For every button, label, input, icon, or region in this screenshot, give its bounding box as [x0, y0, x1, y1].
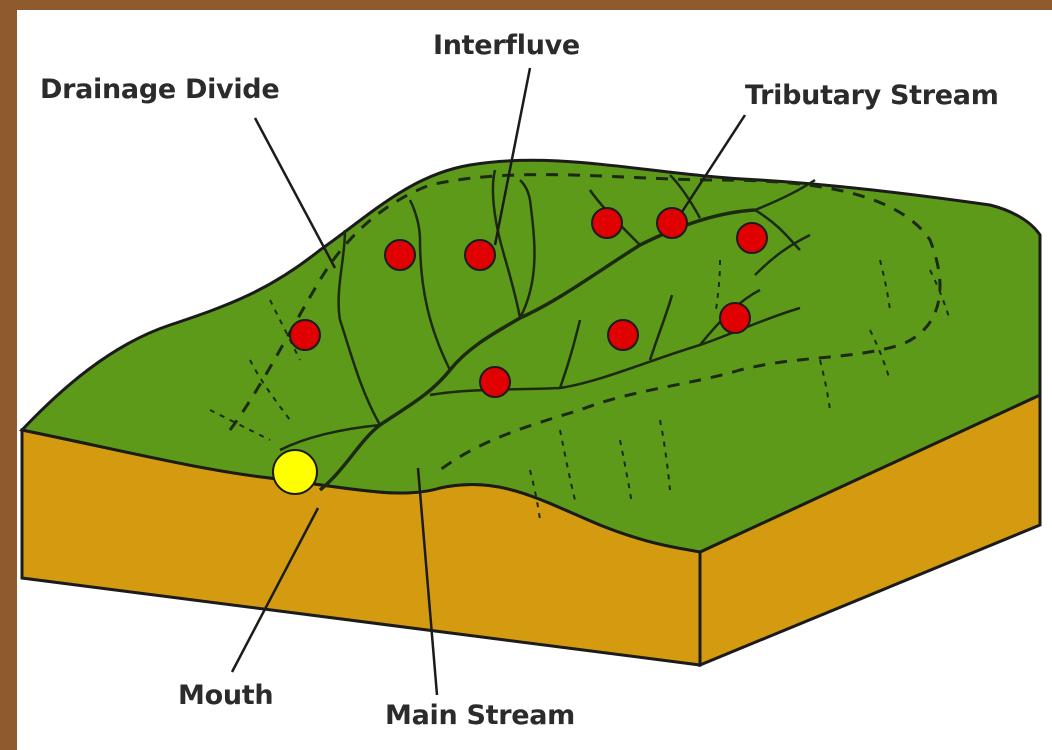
- label-tributary-stream: Tributary Stream: [745, 80, 999, 111]
- red-marker: [290, 320, 320, 350]
- label-main-stream: Main Stream: [385, 700, 575, 731]
- yellow-marker: [273, 450, 317, 494]
- red-marker: [737, 223, 767, 253]
- red-marker: [608, 320, 638, 350]
- red-marker: [592, 208, 622, 238]
- red-marker: [385, 240, 415, 270]
- label-interfluve: Interfluve: [433, 30, 580, 61]
- red-marker: [720, 303, 750, 333]
- red-marker: [657, 208, 687, 238]
- label-mouth: Mouth: [178, 680, 273, 711]
- red-marker: [480, 367, 510, 397]
- red-marker: [465, 240, 495, 270]
- label-drainage-divide: Drainage Divide: [40, 74, 279, 105]
